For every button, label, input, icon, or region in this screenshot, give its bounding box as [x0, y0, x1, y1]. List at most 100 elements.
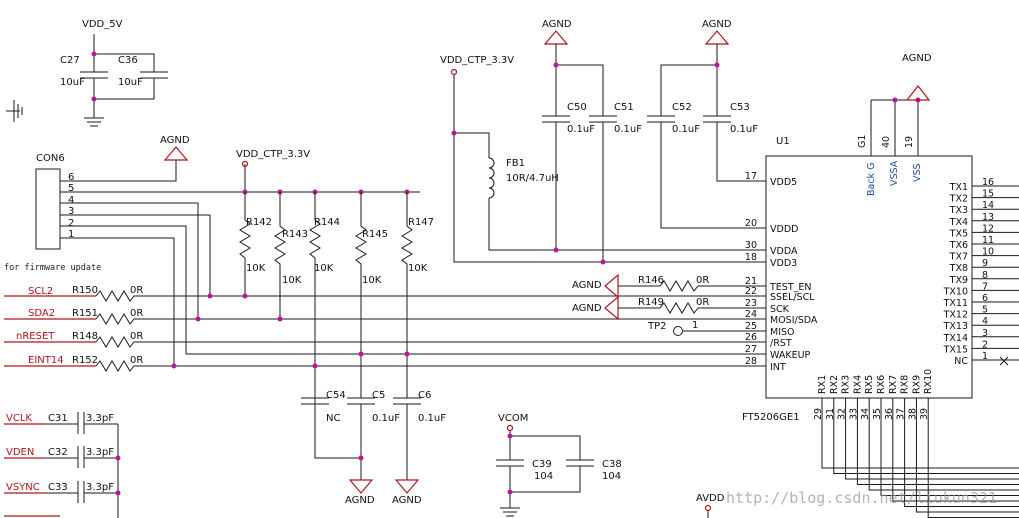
top-pin-name-vssa: VSSA: [889, 160, 900, 186]
r143-val: 10K: [282, 275, 302, 286]
right-pin-name-13: TX4: [949, 217, 968, 228]
bottom-pin-num-39: 39: [919, 408, 930, 420]
right-pin-name-10: TX7: [949, 252, 968, 263]
right-pin-name-14: TX3: [949, 205, 968, 216]
r145-ref: R145: [362, 229, 388, 240]
left-pin-num-23: 23: [745, 298, 757, 309]
bottom-pin-name-35: RX6: [876, 375, 887, 394]
left-pin-num-20: 20: [745, 218, 757, 229]
c54-val: NC: [326, 413, 340, 424]
r147-ref: R147: [408, 217, 434, 228]
bottom-pin-name-36: RX7: [888, 375, 899, 394]
right-pin-num-15: 15: [982, 189, 994, 200]
right-pin-name-11: TX6: [949, 240, 968, 251]
top-pin-name-vss: VSS: [912, 163, 923, 182]
right-pin-name-5: TX12: [943, 310, 968, 321]
c31-val: 3.3pF: [86, 413, 114, 424]
bottom-pin-line-31: [833, 398, 1019, 474]
r145-val: 10K: [362, 275, 382, 286]
bottom-pin-num-34: 34: [860, 408, 871, 420]
bottom-pin-num-31: 31: [825, 408, 836, 420]
right-pin-num-11: 11: [982, 235, 994, 246]
left-pin-name-23: SCK: [770, 304, 790, 315]
vdd-ctp-label-2: VDD_CTP_3.3V: [440, 55, 514, 66]
r152-val: 0R: [130, 355, 143, 366]
r147-val: 10K: [408, 263, 428, 274]
left-pin-num-27: 27: [745, 344, 757, 355]
r149-ref: R149: [638, 297, 664, 308]
right-pin-num-6: 6: [982, 293, 988, 304]
bottom-pin-name-29: RX1: [817, 375, 828, 394]
left-pin-num-17: 17: [745, 171, 757, 182]
r152-ref: R152: [72, 355, 98, 366]
right-pin-name-6: TX11: [943, 298, 968, 309]
right-pin-num-4: 4: [982, 316, 988, 327]
chassis-ground-symbol: [6, 100, 23, 122]
c36-val: 10uF: [118, 77, 143, 88]
left-pin-name-21: TEST_EN: [769, 282, 812, 293]
r146-ref: R146: [638, 275, 664, 286]
bottom-pin-line-29: [821, 398, 1019, 469]
right-pin-num-8: 8: [982, 270, 988, 281]
r146-val: 0R: [696, 275, 709, 286]
r150-ref: R150: [72, 285, 98, 296]
tp2-pin: 1: [692, 320, 698, 331]
bottom-pin-line-35: [880, 398, 1019, 496]
vdd-ctp-label-1: VDD_CTP_3.3V: [236, 149, 310, 160]
fb1-inductor: [488, 157, 495, 199]
c39-ref: C39: [532, 459, 552, 470]
r148-ref: R148: [72, 331, 98, 342]
c33-ref: C33: [48, 482, 68, 493]
right-pin-num-9: 9: [982, 258, 988, 269]
bottom-pin-line-36: [892, 398, 1019, 502]
c27-ref: C27: [60, 55, 80, 66]
firmware-note: for firmware update: [4, 263, 101, 273]
net-eint14: EINT14: [28, 355, 64, 366]
con6-pin6: 6: [68, 172, 74, 183]
right-pin-num-10: 10: [982, 247, 994, 258]
r148-val: 0R: [130, 331, 143, 342]
agnd-label-con6: AGND: [160, 135, 190, 146]
bottom-pin-name-39: RX10: [923, 369, 934, 394]
ground-symbol: [84, 117, 104, 127]
con6-pin2: 2: [68, 218, 74, 229]
bottom-pin-num-36: 36: [884, 408, 895, 420]
u1-part: FT5206GE1: [742, 412, 800, 423]
left-pin-num-25: 25: [745, 321, 757, 332]
right-pin-name-8: TX9: [949, 275, 968, 286]
bottom-pin-line-38: [915, 398, 1019, 513]
left-pin-num-26: 26: [745, 332, 757, 343]
c33-val: 3.3pF: [86, 482, 114, 493]
con6-pin3: 3: [68, 206, 74, 217]
vdd5-decoupling: VDD_5V C27 10uF C36 10uF: [60, 19, 168, 127]
bottom-pin-num-38: 38: [907, 408, 918, 420]
right-pin-name-15: TX2: [949, 194, 968, 205]
c53-ref: C53: [730, 102, 750, 113]
top-pin-name-backg: Back G: [866, 163, 877, 196]
signal-lines: SCL2 R150 0R SDA2 R151 0R nRESET R148 0R…: [4, 285, 766, 372]
right-pin-name-4: TX13: [943, 321, 968, 332]
c27-val: 10uF: [60, 77, 85, 88]
agnd-label-c50: AGND: [542, 19, 572, 30]
agnd-label-r146: AGND: [572, 280, 602, 291]
left-pin-name-30: VDDA: [770, 246, 798, 257]
left-pin-name-24: MOSI/SDA: [770, 315, 818, 326]
left-pin-num-24: 24: [745, 309, 757, 320]
bottom-pin-name-37: RX8: [900, 375, 911, 394]
c38-val: 104: [602, 471, 621, 482]
right-pin-name-16: TX1: [949, 182, 968, 193]
right-pin-name-12: TX5: [949, 228, 968, 239]
right-pin-name-1: NC: [954, 356, 968, 367]
left-pin-name-27: WAKEUP: [770, 350, 811, 361]
u1-ref: U1: [776, 136, 790, 147]
left-pin-num-21: 21: [745, 276, 757, 287]
r143-ref: R143: [282, 229, 308, 240]
right-pin-name-3: TX14: [943, 333, 968, 344]
top-pin-num-g1: G1: [857, 135, 868, 148]
tp2-testpoint: [673, 326, 683, 336]
left-pin-num-22: 22: [745, 286, 757, 297]
bottom-pin-line-32: [845, 398, 1019, 480]
right-pin-name-9: TX8: [949, 263, 968, 274]
r144-val: 10K: [314, 263, 334, 274]
c52-val: 0.1uF: [672, 124, 700, 135]
